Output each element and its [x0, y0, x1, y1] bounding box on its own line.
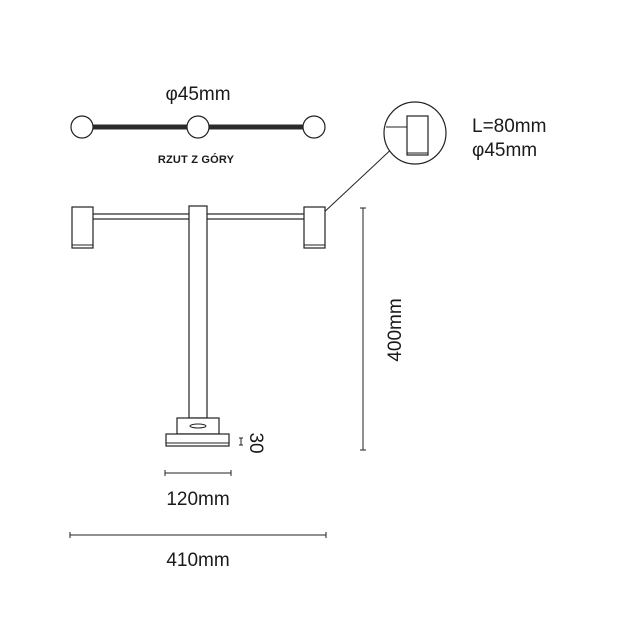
dimension-total-width: 410mm	[69, 532, 327, 571]
side-view-base-bolt	[189, 423, 207, 429]
base-height-label: 30	[245, 432, 266, 453]
detail-leader-line	[319, 143, 398, 217]
top-view-caption: RZUT Z GÓRY	[158, 153, 235, 166]
detail-lamp-body	[406, 115, 429, 156]
detail-length-label: L=80mm	[472, 116, 546, 137]
dimension-base-width: 120mm	[164, 470, 232, 510]
top-view-pole	[186, 115, 210, 139]
top-view-lamp-right	[302, 115, 326, 139]
side-view-lamp-left	[71, 206, 94, 249]
dimension-height: 400mm	[360, 207, 406, 451]
total-width-label: 410mm	[166, 550, 229, 571]
height-label: 400mm	[385, 298, 406, 361]
side-view-lamp-right	[303, 206, 326, 249]
top-view-lamp-left	[70, 115, 94, 139]
side-view-base-plate	[165, 433, 230, 447]
side-view-pole	[188, 205, 208, 419]
base-width-label: 120mm	[166, 489, 229, 510]
top-view-diameter-label: φ45mm	[165, 84, 230, 105]
top-view: φ45mm RZUT Z GÓRY	[70, 84, 326, 166]
dimension-base-height: 30	[239, 432, 266, 454]
detail-view: L=80mm φ45mm	[319, 101, 546, 217]
detail-diameter-label: φ45mm	[472, 140, 537, 161]
side-view-base-collar	[176, 417, 220, 435]
side-view	[71, 205, 326, 447]
